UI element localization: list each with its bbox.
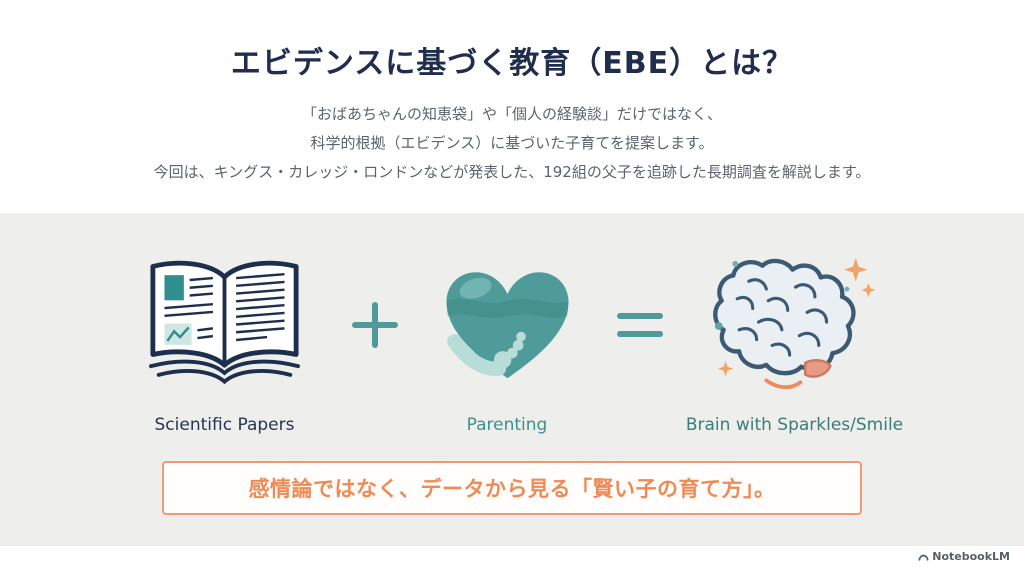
equation-item-heart: Parenting	[412, 241, 602, 437]
plus-icon	[351, 241, 398, 409]
equation-operator-equals	[602, 241, 677, 409]
intro-paragraph: 「おばあちゃんの知恵袋」や「個人の経験談」だけではなく、 科学的根拠（エビデンス…	[0, 100, 1024, 187]
equation-item-book: Scientific Papers	[112, 241, 337, 437]
brain-sparkles-icon	[710, 241, 880, 409]
notebooklm-logo-icon	[918, 547, 929, 566]
key-message-callout: 感情論ではなく、データから見る「賢い子の育て方」。	[162, 461, 862, 515]
book-label: Scientific Papers	[154, 415, 295, 435]
equation-item-brain: Brain with Sparkles/Smile	[677, 241, 912, 437]
brain-label: Brain with Sparkles/Smile	[685, 415, 904, 435]
open-book-icon	[137, 241, 312, 409]
key-message-text: 感情論ではなく、データから見る「賢い子の育て方」。	[248, 477, 776, 501]
intro-line-1: 「おばあちゃんの知恵袋」や「個人の経験談」だけではなく、	[301, 105, 722, 123]
intro-line-2: 科学的根拠（エビデンス）に基づいた子育てを提案します。	[310, 134, 714, 152]
diagram-band: Scientific Papers	[0, 213, 1024, 546]
notebooklm-watermark: NotebookLM	[918, 547, 1010, 566]
page-title: エビデンスに基づく教育（EBE）とは？	[230, 46, 794, 81]
equals-icon	[616, 241, 663, 409]
heart-hand-icon	[435, 241, 580, 409]
header: エビデンスに基づく教育（EBE）とは？ 「おばあちゃんの知恵袋」や「個人の経験談…	[0, 0, 1024, 187]
equation-operator-plus	[337, 241, 412, 409]
equation-row: Scientific Papers	[0, 213, 1024, 437]
heart-label: Parenting	[466, 415, 548, 435]
intro-line-3: 今回は、キングス・カレッジ・ロンドンなどが発表した、192組の父子を追跡した長期…	[153, 163, 871, 181]
watermark-label: NotebookLM	[932, 550, 1010, 563]
